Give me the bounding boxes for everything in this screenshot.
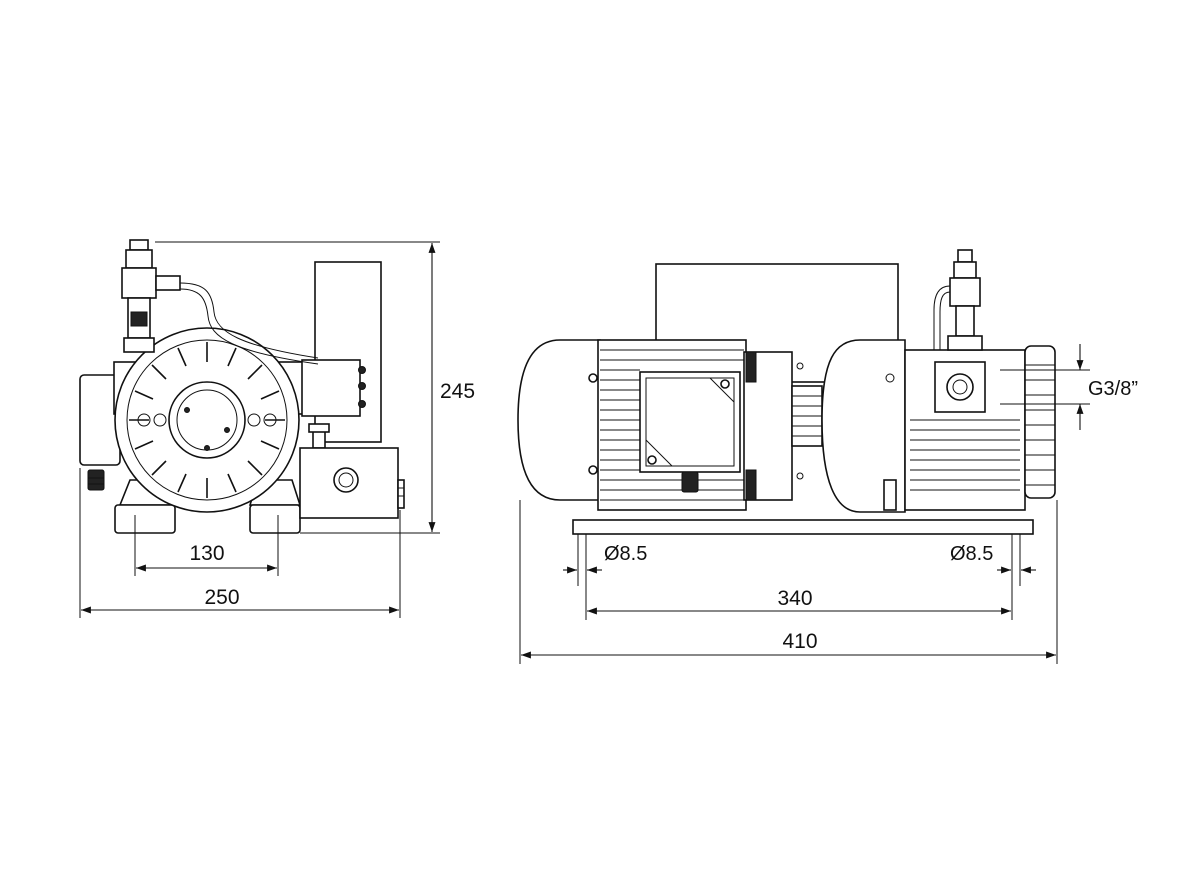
- dim-front-width: 250: [204, 586, 239, 609]
- side-view: [517, 249, 1056, 535]
- motor-fins: [600, 349, 744, 501]
- front-dimensions: [79, 241, 440, 618]
- dim-hole-left: Ø8.5: [604, 543, 647, 565]
- dim-front-height: 245: [440, 380, 475, 403]
- dim-side-hole-spacing: 340: [777, 587, 812, 610]
- pump-fins: [910, 419, 1020, 491]
- dim-side-length: 410: [782, 630, 817, 653]
- dim-hole-right: Ø8.5: [950, 543, 993, 565]
- front-view: [79, 239, 405, 534]
- dim-port-thread: G3/8”: [1088, 378, 1138, 400]
- housing-fins: [129, 342, 285, 498]
- side-dimensions: [519, 344, 1090, 664]
- dim-front-foot-spacing: 130: [189, 542, 224, 565]
